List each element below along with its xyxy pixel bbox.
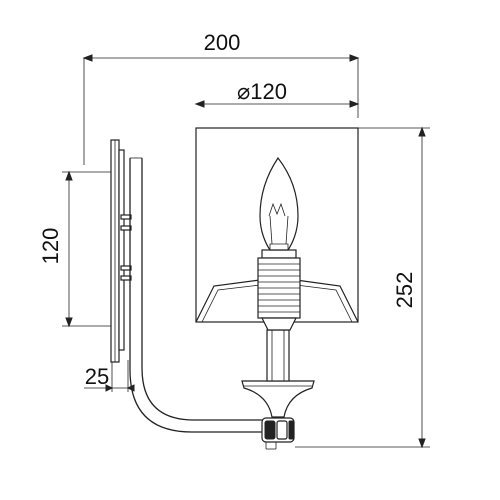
dimension-backplate-height: 120 bbox=[38, 170, 120, 328]
dimension-shade-diameter: ⌀120 bbox=[194, 79, 360, 108]
height-overall-label: 252 bbox=[392, 272, 417, 309]
shade-support-frame bbox=[195, 279, 359, 323]
candle-cup bbox=[241, 380, 315, 418]
socket-thread bbox=[258, 263, 300, 313]
lamp-socket bbox=[257, 249, 301, 331]
dimension-width-overall: 200 bbox=[82, 30, 360, 165]
dimension-height-overall: 252 bbox=[295, 126, 430, 449]
shade-diameter-label: ⌀120 bbox=[237, 79, 287, 104]
width-overall-label: 200 bbox=[204, 30, 241, 55]
candle-stem bbox=[266, 329, 290, 382]
backplate bbox=[110, 139, 132, 363]
backplate-depth-label: 25 bbox=[85, 364, 109, 389]
backplate-height-label: 120 bbox=[38, 228, 63, 265]
arm-end-connector bbox=[261, 417, 295, 450]
candle-bulb bbox=[259, 156, 299, 251]
dimension-backplate-depth: 25 bbox=[84, 360, 135, 392]
lamp-arm bbox=[129, 157, 268, 433]
